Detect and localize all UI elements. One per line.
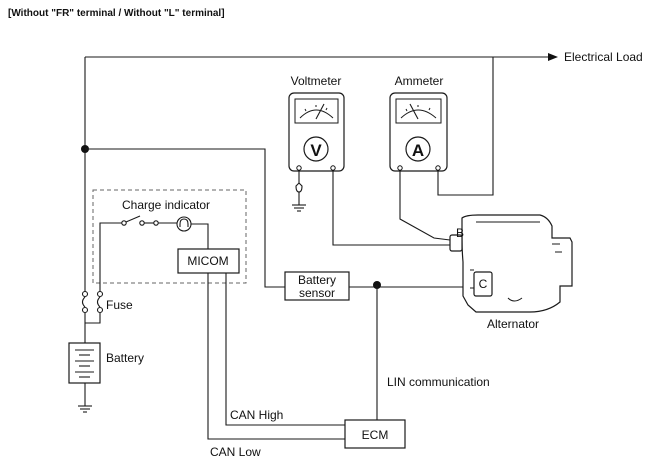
micom-label: MICOM [187, 254, 228, 268]
fuse-icon [81, 290, 104, 324]
battery-sensor-label-1: Battery [298, 273, 336, 287]
battery-sensor-label-2: sensor [299, 286, 335, 300]
ecm-label: ECM [362, 428, 389, 442]
ecm-box [344, 419, 406, 449]
fuse-label: Fuse [106, 298, 133, 312]
cluster-dashed-box [92, 189, 247, 284]
battery-label: Battery [106, 351, 144, 365]
battery-sensor-box [284, 271, 350, 301]
can-low-label: CAN Low [210, 445, 261, 459]
voltmeter-symbol: V [310, 141, 322, 160]
voltmeter-to-b-wire [332, 171, 450, 246]
lamp-icon [176, 216, 192, 232]
indicator-feed-wire [99, 222, 122, 290]
terminal-c-label: C [479, 277, 488, 291]
ground-icon [78, 383, 92, 413]
electrical-load-label: Electrical Load [564, 50, 643, 64]
ammeter-icon [389, 92, 448, 172]
can-high-label: CAN High [230, 408, 283, 422]
voltmeter-icon [288, 92, 345, 172]
charge-indicator-label: Charge indicator [122, 198, 210, 212]
can-low-wire [207, 273, 345, 440]
lamp-to-micom-wire [191, 223, 209, 249]
battery-icon [68, 342, 101, 384]
sensor-feed-wire [85, 148, 285, 288]
voltmeter-label: Voltmeter [291, 74, 342, 88]
diagram-title: [Without "FR" terminal / Without "L" ter… [8, 8, 225, 19]
electrical-load-line [85, 53, 558, 61]
alternator-label: Alternator [487, 317, 539, 331]
lin-communication-label: LIN communication [387, 375, 490, 389]
alternator-icon [449, 214, 573, 313]
ammeter-to-load-wire [437, 57, 494, 196]
ammeter-symbol: A [412, 141, 424, 160]
arrow-right-icon [548, 53, 558, 61]
ammeter-to-b-wire [399, 171, 451, 241]
voltmeter-ground-probe [292, 171, 306, 212]
ammeter-label: Ammeter [395, 74, 444, 88]
can-high-wire [225, 273, 345, 426]
terminal-b-label: B [456, 226, 464, 240]
